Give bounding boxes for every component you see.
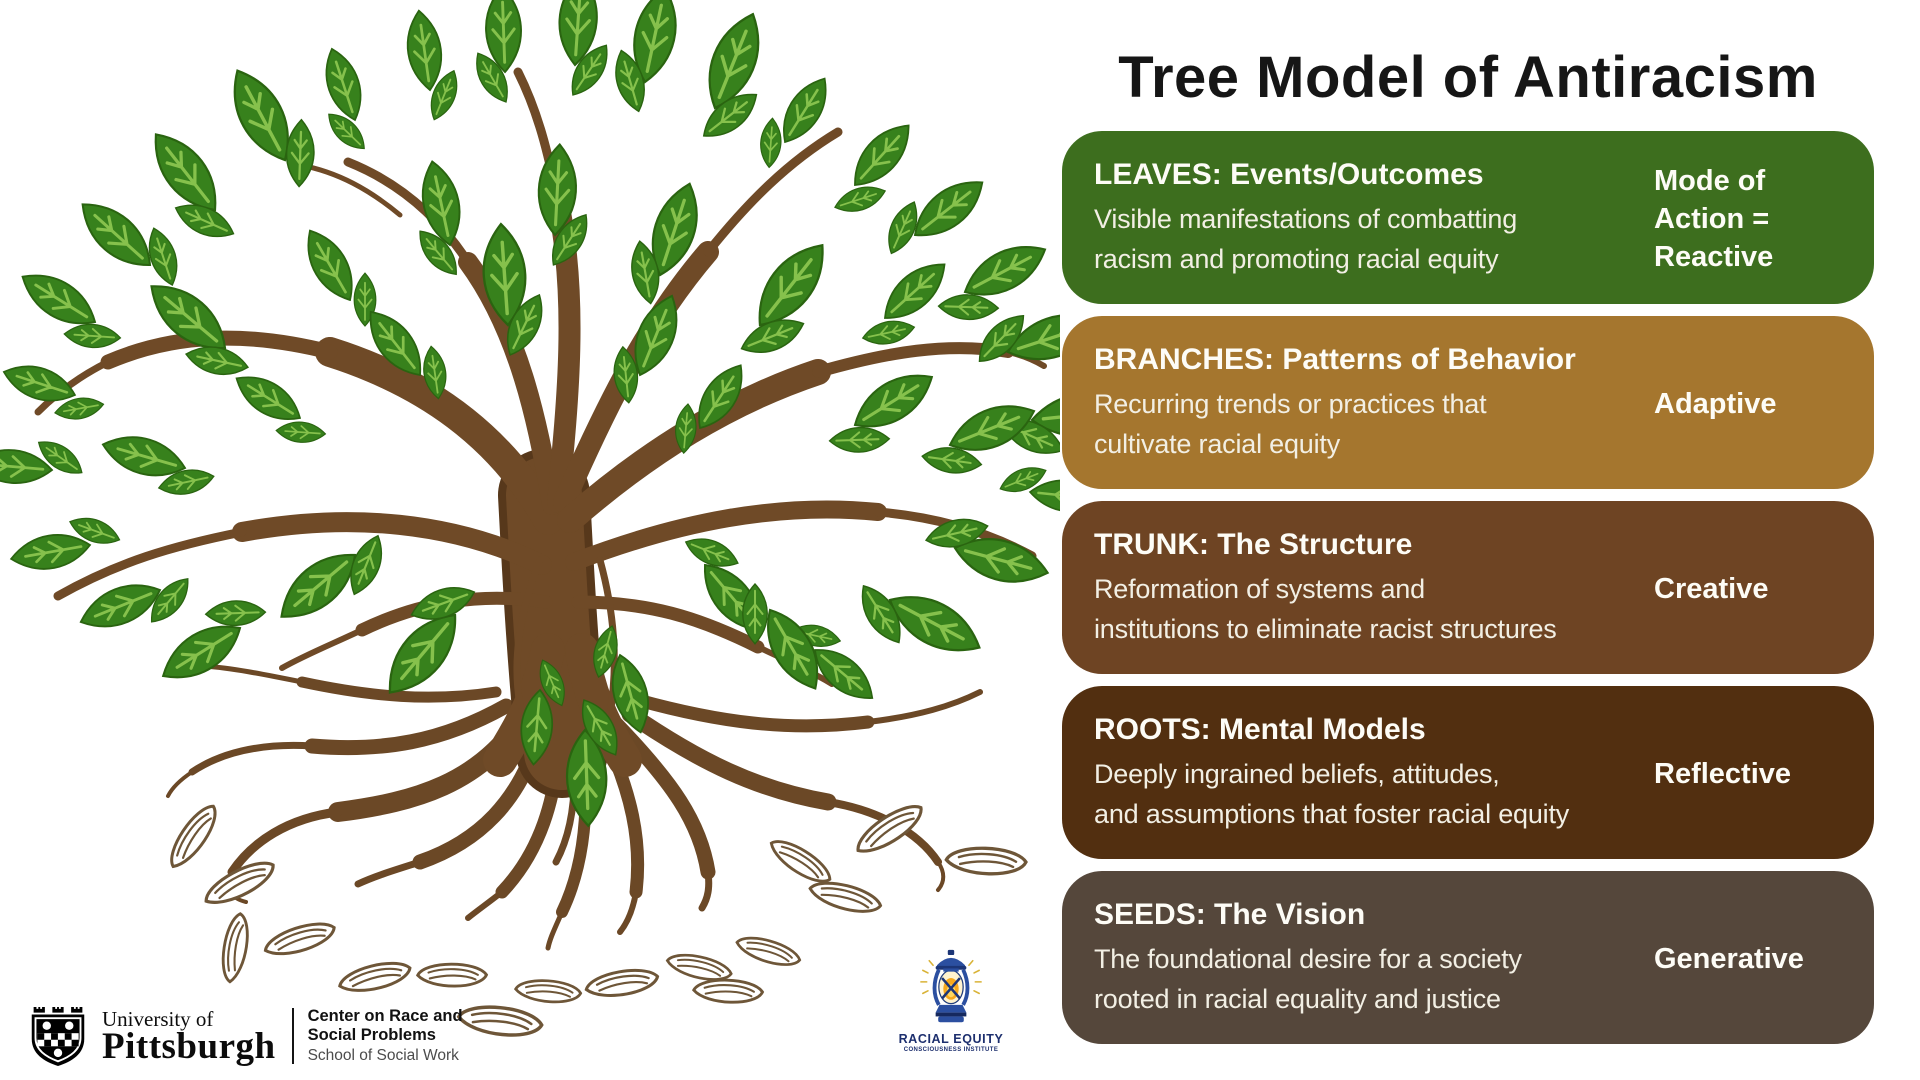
seed-shape — [513, 973, 584, 1009]
card-heading: ROOTS: Mental Models — [1094, 713, 1426, 746]
leaf-shape — [274, 419, 327, 445]
card-text: SEEDS: The Vision The foundational desir… — [1094, 891, 1654, 1026]
leaf-shape — [204, 598, 267, 628]
seed-shape — [943, 840, 1029, 881]
card-body-line: and assumptions that foster racial equit… — [1094, 799, 1570, 829]
seed-shape — [213, 910, 257, 986]
university-line2: Pittsburgh — [102, 1025, 276, 1067]
page-title: Tree Model of Antiracism — [1118, 45, 1818, 110]
card-body-line: Deeply ingrained beliefs, attitudes, — [1094, 759, 1500, 789]
leaf-shape — [68, 189, 164, 281]
seed-shape — [415, 958, 489, 992]
card-stack: LEAVES: Events/Outcomes Visible manifest… — [1062, 131, 1874, 1056]
logo-divider — [291, 1008, 294, 1064]
university-line1: University of — [102, 1006, 214, 1031]
leaf-shape — [316, 42, 371, 127]
card-body-line: Reformation of systems and — [1094, 574, 1425, 604]
mode-line: Adaptive — [1654, 387, 1777, 420]
leaf-shape — [841, 113, 923, 198]
leaf-shape — [902, 167, 995, 251]
leaf-shape — [6, 527, 95, 577]
leaf-shape — [872, 250, 957, 332]
leaf-shape — [227, 364, 310, 433]
lantern-icon — [920, 949, 982, 1023]
seed-shape — [455, 997, 546, 1045]
mode-label: Reflective — [1654, 706, 1850, 841]
department-line2: Social Problems — [307, 1026, 436, 1044]
mode-line: Generative — [1654, 942, 1804, 975]
card-body-line: Recurring trends or practices that — [1094, 389, 1487, 419]
seed-shape — [260, 918, 339, 960]
leaf-shape — [937, 292, 1000, 322]
card-heading: TRUNK: The Structure — [1094, 528, 1413, 561]
card-heading: SEEDS: The Vision — [1094, 898, 1366, 931]
mode-line: Reflective — [1654, 757, 1792, 790]
seed-shape — [336, 958, 414, 996]
racial-equity-logo: RACIAL EQUITY CONSCIOUSNESS INSTITUTE — [893, 948, 1009, 1053]
card-body-line: institutions to eliminate racist structu… — [1094, 614, 1557, 644]
card-body-line: Visible manifestations of combatting — [1094, 204, 1518, 234]
card-branches: BRANCHES: Patterns of Behavior Recurring… — [1062, 316, 1874, 489]
card-heading: LEAVES: Events/Outcomes — [1094, 158, 1484, 191]
card-body-line: cultivate racial equity — [1094, 429, 1341, 459]
leaf-shape — [284, 118, 317, 189]
mode-label: Generative — [1654, 891, 1850, 1026]
mode-label: Mode of Action = Reactive — [1654, 151, 1850, 286]
leaf-shape — [62, 321, 123, 351]
leaf-shape — [830, 179, 890, 219]
card-roots: ROOTS: Mental Models Deeply ingrained be… — [1062, 686, 1874, 859]
pitt-logo: University of Pittsburgh Center on Race … — [28, 1004, 463, 1068]
card-seeds: SEEDS: The Vision The foundational desir… — [1062, 871, 1874, 1044]
university-wordmark: University of Pittsburgh — [102, 1006, 276, 1067]
mode-line: Creative — [1654, 572, 1769, 605]
department-text: Center on Race and Social Problems Schoo… — [308, 1007, 463, 1065]
card-body-line: racism and promoting racial equity — [1094, 244, 1499, 274]
leaf-shape — [859, 315, 918, 350]
card-text: ROOTS: Mental Models Deeply ingrained be… — [1094, 706, 1654, 841]
leaf-shape — [758, 116, 784, 169]
card-trunk: TRUNK: The Structure Reformation of syst… — [1062, 501, 1874, 674]
mode-label: Creative — [1654, 521, 1850, 656]
mode-label: Adaptive — [1654, 336, 1850, 471]
department-line3: School of Social Work — [307, 1047, 459, 1064]
card-text: BRANCHES: Patterns of Behavior Recurring… — [1094, 336, 1654, 471]
mode-line: Action = — [1654, 202, 1770, 235]
card-text: TRUNK: The Structure Reformation of syst… — [1094, 521, 1654, 656]
leaf-shape — [828, 425, 891, 455]
leaf-shape — [401, 7, 448, 94]
card-body-line: The foundational desire for a society — [1094, 944, 1522, 974]
card-text: LEAVES: Events/Outcomes Visible manifest… — [1094, 151, 1654, 286]
branch-structure — [34, 67, 1047, 798]
mode-line: Mode of — [1654, 164, 1766, 197]
lantern-subtitle: CONSCIOUSNESS INSTITUTE — [903, 1047, 999, 1053]
mode-line: Reactive — [1654, 240, 1774, 273]
department-line1: Center on Race and — [307, 1007, 463, 1025]
seed-shape — [159, 799, 227, 874]
seed-shape — [732, 927, 804, 975]
card-leaves: LEAVES: Events/Outcomes Visible manifest… — [1062, 131, 1874, 304]
card-body-line: rooted in racial equality and justice — [1094, 984, 1501, 1014]
pitt-shield-icon — [31, 1006, 85, 1066]
seed-shape — [583, 967, 661, 999]
tree-illustration — [0, 0, 1060, 1045]
lantern-title: RACIAL EQUITY — [898, 1032, 1004, 1046]
card-heading: BRANCHES: Patterns of Behavior — [1094, 343, 1576, 376]
